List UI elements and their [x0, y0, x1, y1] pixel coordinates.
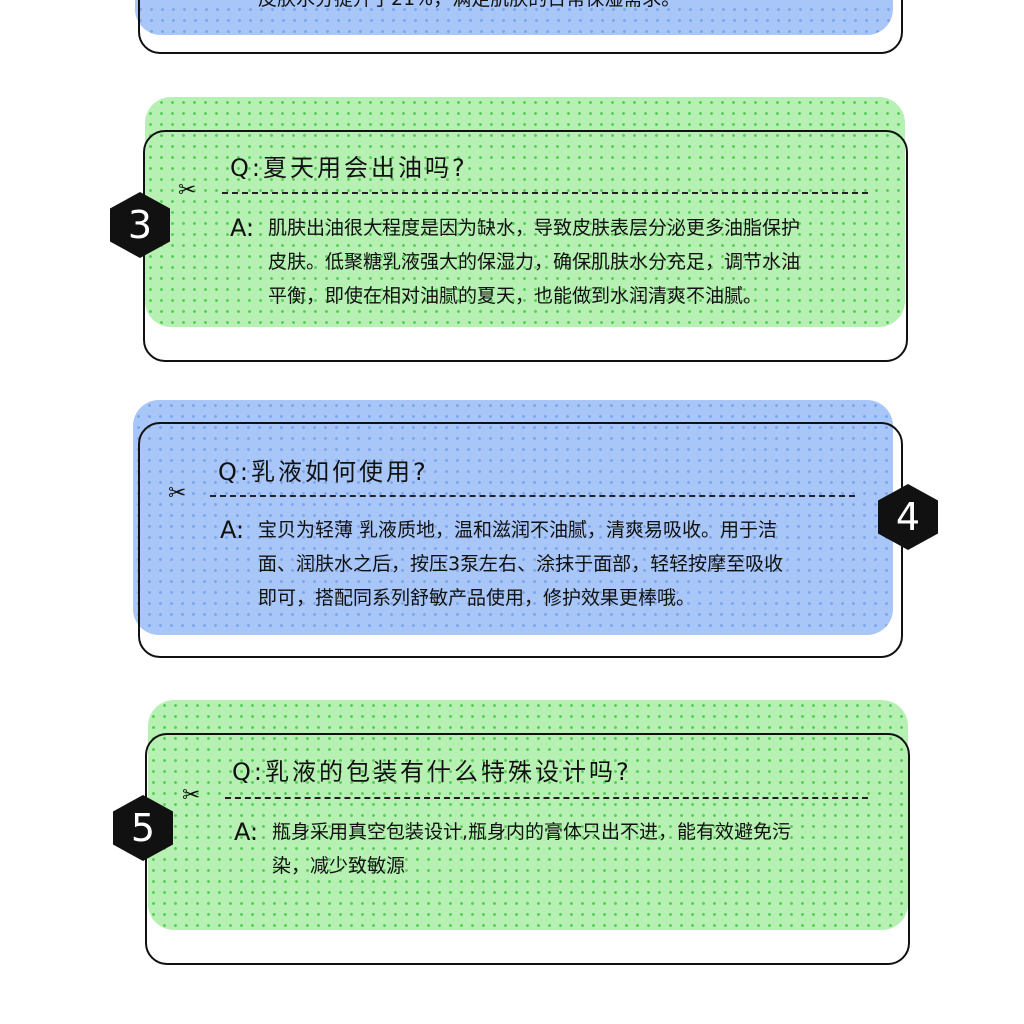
card-4-number-badge: 4	[878, 484, 938, 550]
card-4-answer: A: 宝贝为轻薄 乳液质地，温和滋润不油腻，清爽易吸收。用于洁 面、润肤水之后，…	[220, 513, 784, 615]
card-5-dashed-divider	[225, 797, 868, 799]
answer-line: 瓶身采用真空包装设计,瓶身内的膏体只出不进，能有效避免污	[272, 821, 792, 843]
card-5-background	[148, 700, 908, 930]
card-1-background	[135, 0, 893, 35]
card-1-frame	[138, 0, 903, 54]
answer-label: A:	[234, 818, 259, 846]
card-4-question: Q:乳液如何使用?	[218, 458, 429, 486]
scissors-icon: ✂	[178, 178, 197, 203]
card-3-answer: A: 肌肤出油很大程度是因为缺水，导致皮肤表层分泌更多油脂保护 皮肤。低聚糖乳液…	[230, 211, 801, 313]
card-5-number-badge: 5	[113, 795, 173, 861]
card-4-background	[133, 400, 893, 635]
card-3-question: Q:夏天用会出油吗?	[230, 154, 468, 182]
card-3-number-badge: 3	[110, 192, 170, 258]
answer-line: 即可，搭配同系列舒敏产品使用，修护效果更棒哦。	[258, 587, 696, 609]
answer-label: A:	[230, 214, 255, 242]
card-5-answer: A: 瓶身采用真空包装设计,瓶身内的膏体只出不进，能有效避免污 染，减少致敏源	[234, 815, 792, 883]
answer-label: A:	[220, 516, 245, 544]
card-5-question: Q:乳液的包装有什么特殊设计吗?	[232, 758, 632, 786]
scissors-icon: ✂	[182, 783, 201, 808]
answer-line: 染，减少致敏源	[272, 855, 406, 877]
answer-line: 面、润肤水之后，按压3泵左右、涂抹于面部，轻轻按摩至吸收	[258, 553, 784, 575]
scissors-icon: ✂	[168, 481, 187, 506]
card-3-background	[145, 97, 905, 327]
answer-line: 肌肤出油很大程度是因为缺水，导致皮肤表层分泌更多油脂保护	[268, 217, 801, 239]
card-3-dashed-divider	[222, 192, 868, 194]
answer-line: 宝贝为轻薄 乳液质地，温和滋润不油腻，清爽易吸收。用于洁	[258, 519, 778, 541]
answer-line: 平衡，即使在相对油腻的夏天，也能做到水润清爽不油腻。	[268, 285, 763, 307]
card-4-dashed-divider	[210, 495, 855, 497]
card-1-answer-tail: 皮肤水分提升了21%，满足肌肤的日常保湿需求。	[258, 0, 680, 16]
answer-line: 皮肤。低聚糖乳液强大的保湿力，确保肌肤水分充足，调节水油	[268, 251, 801, 273]
